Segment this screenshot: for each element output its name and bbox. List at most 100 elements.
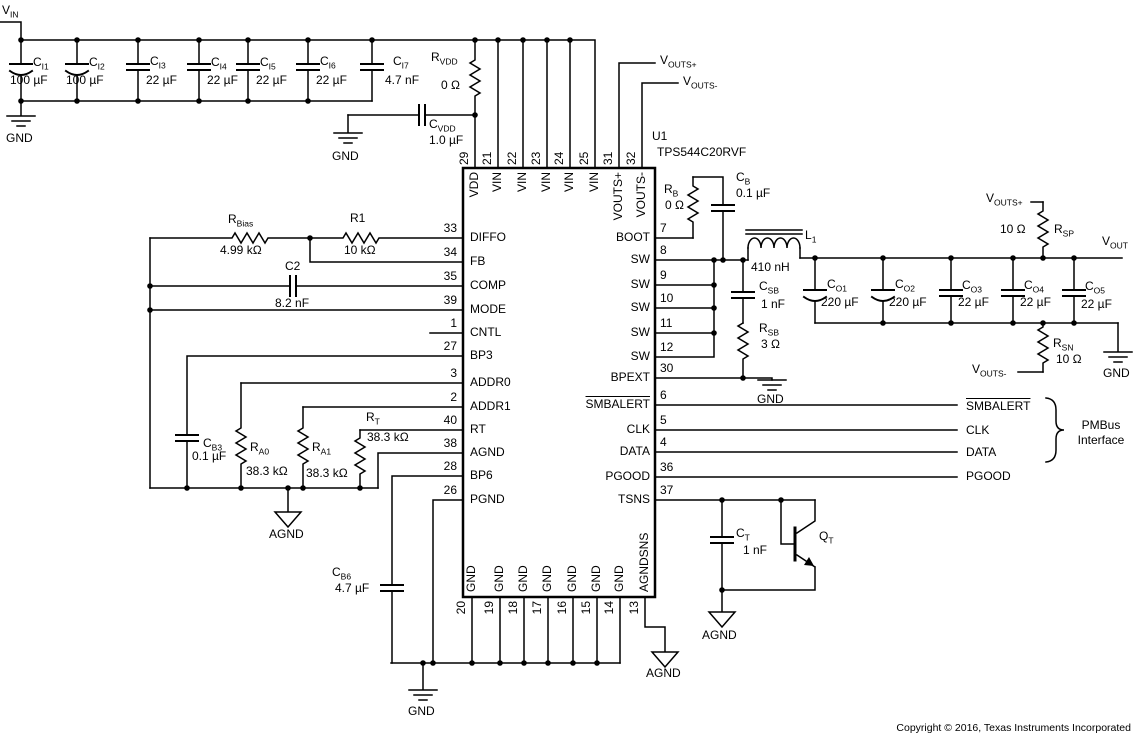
ic-pin-num: 25 (577, 151, 591, 165)
ic-pin-num: 36 (660, 460, 674, 474)
ic-pin-num: 8 (660, 243, 667, 257)
part-value-rt: 38.3 kΩ (367, 430, 409, 444)
ic-pin-name-tsns: TSNS (617, 492, 650, 506)
net-label-agnd: AGND (646, 666, 681, 680)
part-value-cb: 0.1 µF (736, 186, 771, 200)
part-value-csb: 1 nF (761, 297, 786, 311)
part-value-co1: 220 µF (821, 295, 859, 309)
ic-pin-name-bp3: BP3 (470, 348, 493, 362)
brace (1045, 397, 1065, 463)
copyright-text: Copyright © 2016, Texas Instruments Inco… (896, 722, 1131, 734)
ic-pin-num: 23 (529, 151, 543, 165)
part-value-ci7: 4.7 nF (385, 73, 420, 87)
net-label-vouts-plus: VOUTS+ (986, 191, 1023, 208)
part-value-ct: 1 nF (743, 543, 768, 557)
net-label-vin: VIN (2, 3, 19, 20)
pmbus-interface-label: PMBus (1081, 418, 1121, 432)
ic-pin-num: 29 (457, 151, 471, 165)
ic-pin-name-diffo: DIFFO (470, 230, 506, 244)
ic-pin-num: 13 (627, 601, 641, 615)
ic-pin-num: 18 (506, 601, 520, 615)
part-label-ci6: CI6 (320, 54, 336, 71)
net-label-agnd: AGND (702, 628, 737, 642)
part-value-ra0: 38.3 kΩ (246, 464, 288, 478)
resistor-r1 (309, 231, 464, 245)
ic-pin-num: 32 (624, 151, 638, 165)
part-label-co3: CO3 (962, 278, 983, 295)
ic-pin-name-pgood: PGOOD (605, 469, 650, 483)
part-value-co5: 22 µF (1081, 297, 1112, 311)
ic-pin-name-vin: VIN (587, 172, 601, 193)
resistor-rsn (1036, 322, 1050, 373)
part-value-co3: 22 µF (958, 295, 989, 309)
ic-pin-num: 28 (443, 459, 457, 473)
pmbus-wires (654, 397, 1065, 478)
net-label-gnd: GND (1103, 366, 1130, 380)
ic-pin-num: 15 (579, 601, 593, 615)
part-value-rsb: 3 Ω (761, 337, 780, 351)
net-label-data: DATA (966, 445, 997, 459)
net-label-agnd: AGND (269, 527, 304, 541)
net-label-vout: VOUT (1102, 234, 1128, 251)
resistor-ra0 (234, 382, 248, 489)
ic-pin-num: 16 (555, 601, 569, 615)
part-value-rbias: 4.99 kΩ (220, 243, 262, 257)
agnd-symbol (707, 589, 737, 629)
part-label-c2: C2 (285, 259, 301, 273)
ic-pin-num: 38 (443, 436, 457, 450)
ic-pin-num: 14 (602, 601, 616, 615)
ic-pin-num: 30 (660, 361, 674, 375)
tsns-wires (654, 499, 817, 629)
part-label-rbias: RBias (228, 212, 254, 229)
part-value-rsn: 10 Ω (1056, 352, 1082, 366)
ic-pin-num: 1 (450, 316, 457, 330)
agnd-symbol (644, 596, 680, 669)
part-label-ci4: CI4 (211, 55, 227, 72)
part-label-csb: CSB (759, 279, 780, 296)
ic-pin-name-sw: SW (630, 300, 650, 314)
part-value-cvdd: 1.0 µF (429, 133, 464, 147)
ic-pin-name-vin: VIN (490, 172, 504, 193)
resistor-rbias (149, 231, 311, 245)
ic-pin-name-agnd: AGND (470, 445, 505, 459)
part-value-c2: 8.2 nF (275, 296, 310, 310)
net-label-gnd: GND (332, 149, 359, 163)
gnd-symbol (6, 100, 36, 127)
ic-pin-num: 27 (443, 339, 457, 353)
ic-pin-num: 6 (660, 388, 667, 402)
net-label-clk: CLK (966, 423, 990, 437)
left-side-wires (149, 231, 464, 664)
part-label-ci7: CI7 (393, 54, 409, 71)
ic-pin-num: 33 (443, 221, 457, 235)
part-label-ra1: RA1 (312, 440, 332, 457)
part-label-co2: CO2 (895, 277, 916, 294)
part-label-rvdd: RVDD (431, 50, 458, 67)
part-value-co4: 22 µF (1020, 295, 1051, 309)
part-label-ci5: CI5 (260, 55, 276, 72)
part-label-rt: RT (366, 410, 380, 427)
part-label-cb3: CB3 (203, 436, 223, 453)
ic-pin-name-data: DATA (619, 444, 650, 458)
part-label-co4: CO4 (1024, 278, 1045, 295)
part-value-co2: 220 µF (889, 295, 927, 309)
pmbus-interface-label: Interface (1077, 433, 1125, 447)
resistor-rb (686, 176, 700, 239)
net-label-gnd: GND (6, 131, 33, 145)
part-value-cb3: 0.1 µF (192, 449, 227, 463)
part-value-ci4: 22 µF (207, 73, 238, 87)
bottom-wires (390, 596, 680, 701)
ic-part-number: TPS544C20RVF (657, 145, 747, 159)
part-value-ci2: 100 µF (66, 73, 104, 87)
ic-pin-num: 10 (660, 291, 674, 305)
net-label-smbalert: SMBALERT (966, 399, 1031, 413)
net-label-vouts-plus: VOUTS+ (660, 53, 697, 70)
part-label-qt: QT (819, 529, 834, 546)
resistor-rvdd (468, 39, 482, 116)
ic-pin-name-addr0: ADDR0 (470, 375, 511, 389)
net-label-gnd: GND (757, 392, 784, 406)
ic-pin-num: 2 (450, 390, 457, 404)
transistor-qt (721, 499, 817, 591)
part-value-ci6: 22 µF (316, 73, 347, 87)
part-value-ci1: 100 µF (10, 73, 48, 87)
